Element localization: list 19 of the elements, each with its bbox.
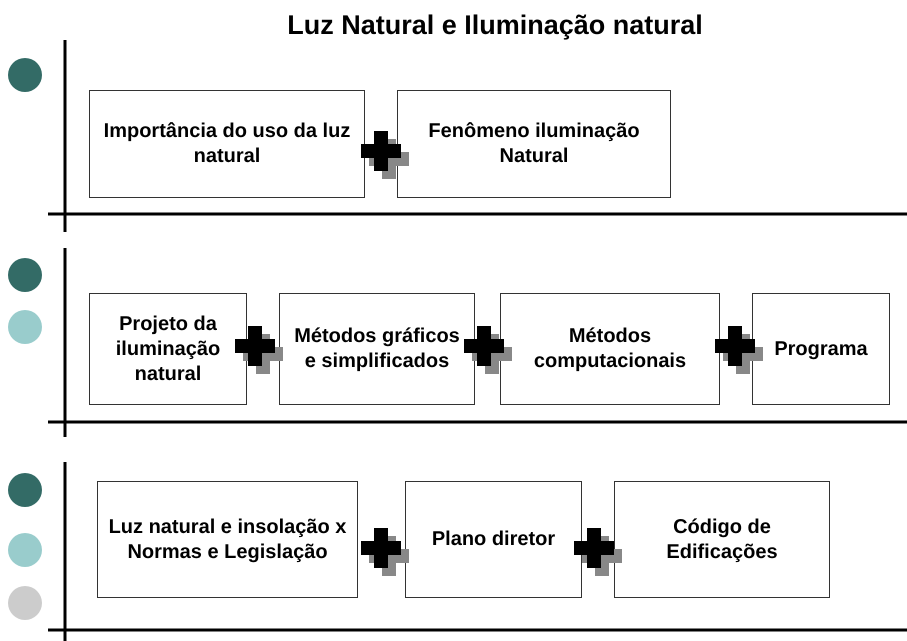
box-text: Métodos computacionais bbox=[532, 324, 688, 374]
topic-box bbox=[614, 481, 830, 598]
box-text: Plano diretor bbox=[432, 527, 556, 552]
topic-box bbox=[89, 293, 247, 405]
box-text: Projeto da iluminação natural bbox=[114, 312, 222, 386]
topic-box bbox=[752, 293, 890, 405]
box-text: Código de Edificações bbox=[665, 514, 779, 564]
box-text: Métodos gráficos e simplificados bbox=[293, 324, 461, 374]
topic-box bbox=[97, 481, 358, 598]
title: Luz Natural e Iluminação natural bbox=[286, 10, 704, 41]
box-text: Luz natural e insolação x Normas e Legislação bbox=[108, 514, 347, 564]
box-text: Programa bbox=[774, 336, 868, 362]
topic-box bbox=[500, 293, 720, 405]
topic-box bbox=[279, 293, 475, 405]
topic-box bbox=[397, 90, 671, 198]
topic-box bbox=[405, 481, 582, 598]
box-text: Importância do uso da luz natural bbox=[102, 119, 352, 169]
box-text: Fenômeno iluminação Natural bbox=[427, 119, 641, 169]
topic-box bbox=[89, 90, 365, 198]
